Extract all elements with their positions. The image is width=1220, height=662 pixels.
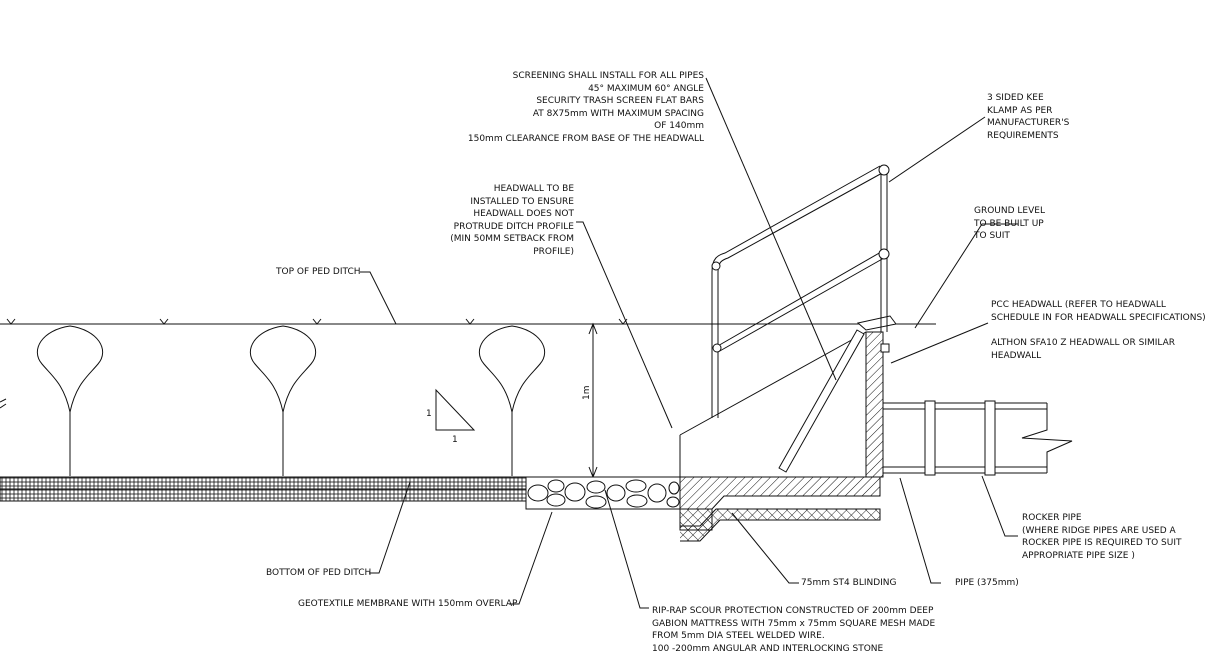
slope-rise-label: 1 — [426, 409, 432, 419]
handrail — [711, 164, 890, 418]
riprap-note: RIP-RAP SCOUR PROTECTION CONSTRUCTED OF … — [652, 606, 936, 654]
trash-screen — [778, 329, 865, 473]
rocker-pipe-note: ROCKER PIPE (WHERE RIDGE PIPES ARE USED … — [1022, 513, 1182, 561]
depth-label: 1m — [582, 386, 592, 401]
ground-level-note: GROUND LEVEL TO BE BUILT UP TO SUIT — [974, 206, 1045, 241]
slope-run-label: 1 — [452, 435, 458, 445]
bottom-of-ditch-label: BOTTOM OF PED DITCH — [266, 568, 372, 578]
screening-note: SCREENING SHALL INSTALL FOR ALL PIPES 45… — [467, 71, 704, 144]
kee-klamp-note: 3 SIDED KEE KLAMP AS PER MANUFACTURER'S … — [987, 93, 1070, 141]
ground-ticks — [6, 318, 628, 325]
althon-note: ALTHON SFA10 Z HEADWALL OR SIMILAR HEADW… — [991, 338, 1176, 361]
vegetation-symbols — [0, 325, 546, 476]
blinding-label: 75mm ST4 BLINDING — [801, 578, 897, 588]
geotextile-label: GEOTEXTILE MEMBRANE WITH 150mm OVERLAP — [298, 599, 518, 609]
top-of-ditch-label: TOP OF PED DITCH — [276, 267, 361, 277]
rip-rap-stones — [525, 476, 681, 510]
headwall-install-note: HEADWALL TO BE INSTALLED TO ENSURE HEADW… — [450, 184, 574, 257]
leader-lines — [360, 77, 1018, 609]
pipe — [883, 400, 1073, 476]
headwall-back-wall — [865, 331, 884, 478]
pipe-label: PIPE (375mm) — [955, 578, 1019, 588]
pcc-headwall-note: PCC HEADWALL (REFER TO HEADWALL SCHEDULE… — [991, 300, 1206, 323]
headwall-base — [679, 476, 881, 510]
slope-triangle — [435, 388, 476, 431]
